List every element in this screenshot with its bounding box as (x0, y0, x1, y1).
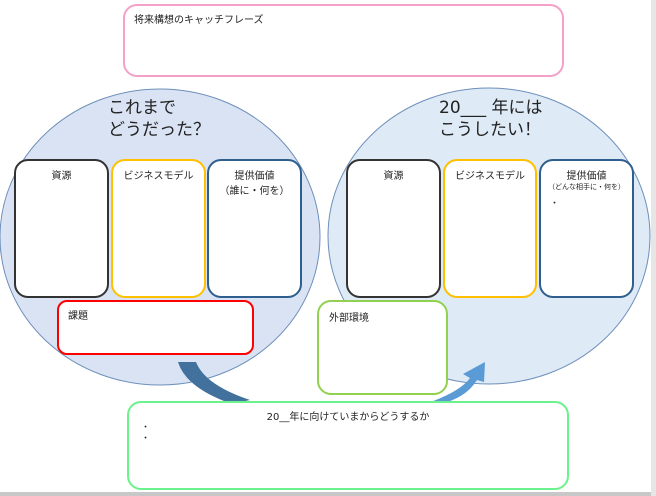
past-title: これまで どうだった？ (108, 98, 210, 140)
past-value-box[interactable]: 提供価値（誰に・何を） (207, 159, 302, 298)
past-resources-box[interactable]: 資源 (14, 159, 109, 298)
past-business-model-box[interactable]: ビジネスモデル (111, 159, 206, 298)
curved-arrow-up-icon (425, 362, 485, 404)
action-plan-box[interactable]: 20__年に向けていまからどうするか ・ ・ (127, 401, 569, 490)
future-business-model-box[interactable]: ビジネスモデル (443, 159, 537, 298)
past-issues-box[interactable]: 課題 (57, 300, 254, 355)
action-bullet: ・ (141, 434, 151, 444)
action-bullet: ・ (141, 423, 151, 433)
future-title: 20___ 年には こうしたい！ (439, 98, 543, 140)
catchphrase-label: 将来構想のキャッチフレーズ (134, 15, 264, 26)
future-resources-box[interactable]: 資源 (346, 159, 441, 298)
catchphrase-box[interactable]: 将来構想のキャッチフレーズ (123, 4, 564, 77)
curved-arrow-down (178, 362, 250, 404)
external-environment-box[interactable]: 外部環境 (317, 300, 448, 395)
action-plan-label: 20__年に向けていまからどうするか (266, 412, 430, 423)
future-value-box[interactable]: 提供価値（どんな相手に・何を）・ (539, 159, 634, 298)
